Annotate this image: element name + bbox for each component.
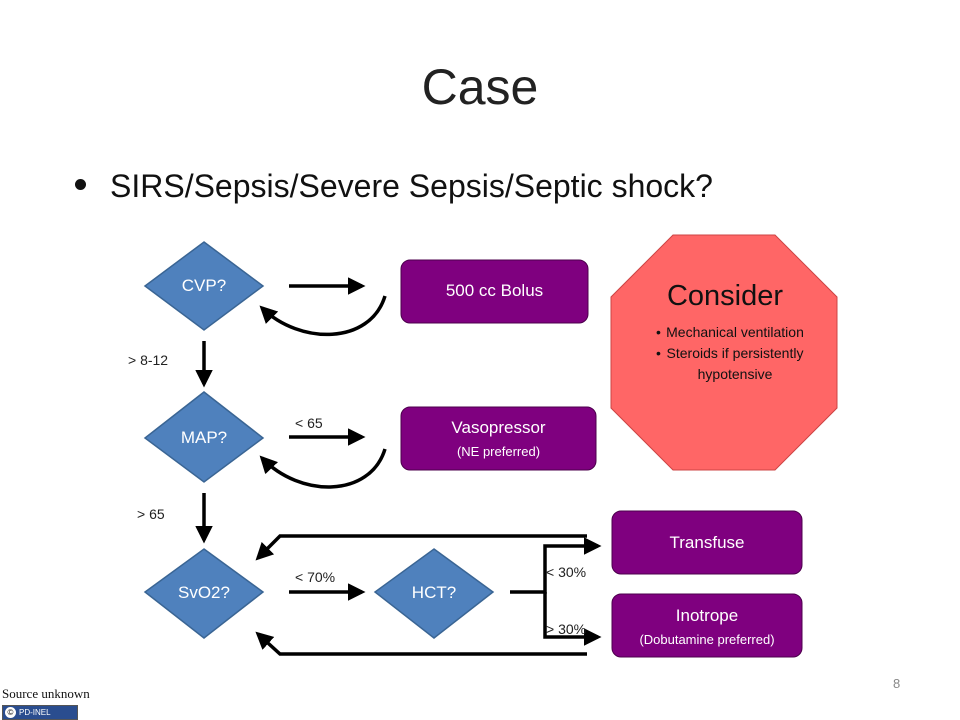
arrow-hct-to-transfuse [510, 537, 602, 594]
arrow-bolus-return [259, 295, 387, 336]
bullet-item: SIRS/Sepsis/Severe Sepsis/Septic shock? [75, 168, 713, 205]
consider-item: Steroids if persistently hypotensive [656, 343, 810, 385]
bolus-label: 500 cc Bolus [445, 281, 544, 300]
transfuse-box [611, 510, 803, 575]
inotrope-note: (Dobutamine preferred) [639, 632, 775, 647]
map-diamond [143, 391, 265, 483]
arrow-vasopressor-return [259, 448, 387, 489]
cvp-label: CVP? [181, 276, 227, 295]
arrow-transfuse-return [255, 534, 587, 561]
bullet-dot-icon [75, 179, 86, 191]
cvp-diamond [143, 241, 265, 331]
svo2-diamond [143, 548, 265, 639]
edge-label-svo2-hct: < 70% [295, 569, 336, 585]
vasopressor-note: (NE preferred) [456, 444, 541, 459]
page-number: 8 [893, 676, 901, 691]
svo2-label: SvO2? [178, 583, 230, 602]
edge-label-hct-inotrope: > 30% [546, 621, 587, 637]
hct-label: HCT? [411, 583, 457, 602]
bolus-box [400, 259, 589, 324]
bullet-text: SIRS/Sepsis/Severe Sepsis/Septic shock? [110, 168, 713, 204]
inotrope-label: Inotrope [675, 606, 739, 625]
vasopressor-box [400, 406, 597, 471]
map-label: MAP? [180, 428, 228, 447]
slide-title: Case [421, 59, 539, 115]
arrow-hct-to-inotrope [543, 592, 602, 646]
license-label: PD-INEL [19, 708, 51, 717]
source-credit: Source unknown [2, 686, 90, 701]
transfuse-label: Transfuse [669, 533, 745, 552]
license-icon: © [5, 707, 16, 718]
inotrope-box [611, 593, 803, 658]
license-badge: ©PD-INEL [2, 705, 78, 720]
arrow-inotrope-return [255, 631, 587, 656]
edge-label-map-svo2: > 65 [137, 506, 165, 522]
edge-label-cvp-map: > 8-12 [128, 352, 169, 368]
hct-diamond [373, 548, 495, 639]
consider-title: Consider [666, 280, 784, 312]
edge-label-hct-transfuse: < 30% [546, 564, 587, 580]
vasopressor-label: Vasopressor [451, 418, 546, 437]
consider-list: Mechanical ventilation Steroids if persi… [656, 322, 810, 385]
consider-item: Mechanical ventilation [656, 322, 810, 343]
edge-label-map-vaso: < 65 [295, 415, 323, 431]
